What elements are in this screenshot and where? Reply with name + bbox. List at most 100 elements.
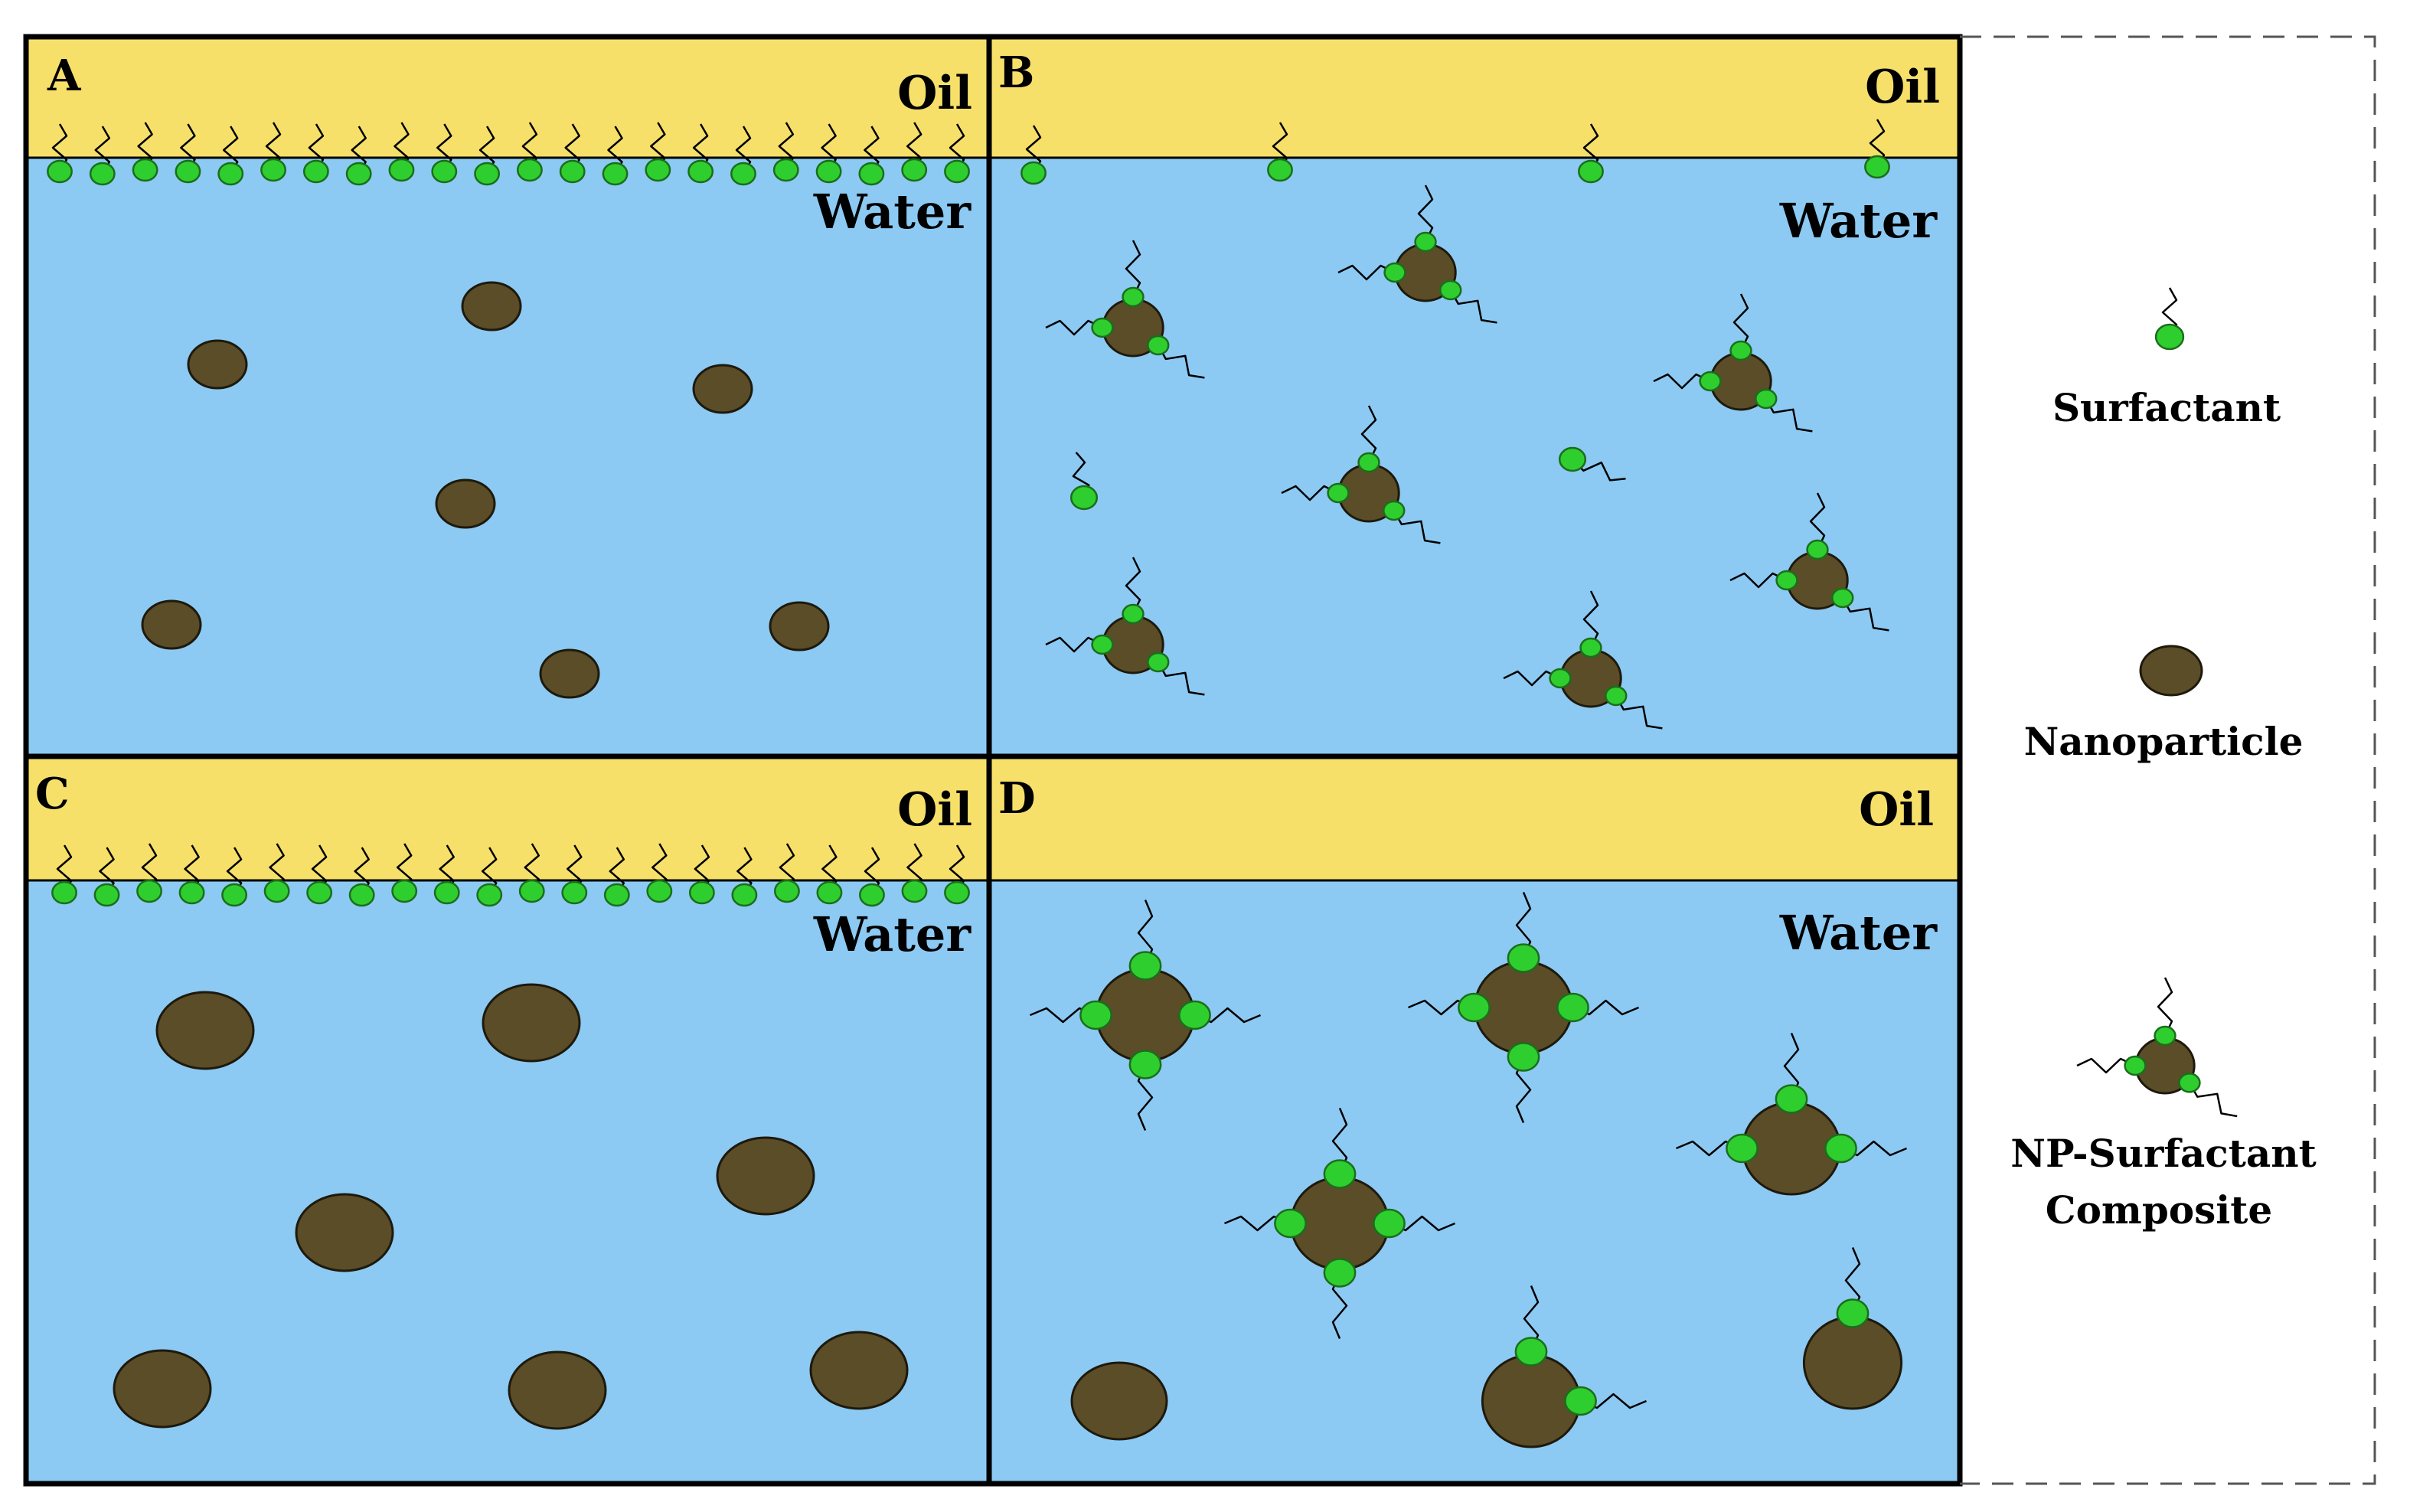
surfactant-molecule bbox=[1729, 570, 1798, 591]
np-surfactant-composite bbox=[1337, 185, 1497, 324]
surfactant-molecule bbox=[2178, 1073, 2238, 1118]
nanoparticle bbox=[809, 1331, 909, 1410]
water-label: Water bbox=[813, 184, 972, 240]
surfactant-molecule bbox=[132, 122, 158, 182]
surfactant-molecule bbox=[602, 126, 629, 186]
nanoparticle bbox=[692, 364, 753, 414]
legend: Surfactant Nanoparticle NP-Surfactant Co… bbox=[1960, 35, 2376, 1485]
surfactant-molecule bbox=[93, 847, 120, 907]
surfactant-molecule bbox=[2154, 287, 2185, 351]
np-surfactant-composite bbox=[1729, 492, 1889, 632]
legend-surfactant-label: Surfactant bbox=[2052, 385, 2281, 430]
surfactant-molecule bbox=[1069, 452, 1099, 511]
surfactant-molecule bbox=[1147, 651, 1205, 696]
surfactant-molecule bbox=[1020, 125, 1047, 185]
surfactant-molecule bbox=[260, 122, 286, 182]
surfactant-molecule bbox=[645, 122, 671, 182]
surfactant-molecule bbox=[175, 123, 201, 184]
surfactant-molecule bbox=[136, 843, 162, 903]
surfactant-molecule bbox=[688, 844, 715, 905]
surfactant-molecule bbox=[730, 126, 756, 186]
surfactant-molecule bbox=[1564, 1386, 1647, 1416]
water-label: Water bbox=[813, 906, 972, 962]
panel-letter: B bbox=[998, 47, 1034, 98]
nanoparticle bbox=[2139, 645, 2203, 697]
oil-label: Oil bbox=[897, 67, 972, 120]
oil-label: Oil bbox=[1859, 783, 1934, 837]
surfactant-molecule bbox=[178, 844, 205, 905]
np-surfactant-composite bbox=[1030, 900, 1261, 1131]
surfactant-molecule bbox=[1653, 371, 1722, 392]
surfactant-molecule bbox=[1281, 482, 1350, 504]
surfactant-molecule bbox=[2076, 1055, 2147, 1076]
panel-letter: C bbox=[35, 769, 70, 819]
nanoparticle bbox=[435, 478, 496, 529]
panel-a: A Oil Water bbox=[26, 37, 989, 756]
surfactant-molecule bbox=[1556, 992, 1639, 1023]
surfactant-molecule bbox=[1267, 122, 1293, 182]
surfactant-molecule bbox=[1045, 317, 1114, 338]
nanoparticle bbox=[769, 601, 830, 651]
panel-b: B Oil Water bbox=[989, 37, 1960, 756]
surfactant-molecule bbox=[1579, 590, 1602, 658]
surfactant-molecule bbox=[348, 847, 375, 907]
surfactant-molecule bbox=[1122, 240, 1145, 308]
surfactant-molecule bbox=[1503, 668, 1572, 689]
np-surfactant-composite bbox=[1408, 892, 1639, 1123]
surfactant-molecule bbox=[476, 847, 503, 907]
surfactant-molecule bbox=[1337, 262, 1406, 283]
surfactant-molecule bbox=[1755, 388, 1813, 433]
panel-c: C Oil Water bbox=[26, 756, 989, 1484]
surfactant-molecule bbox=[816, 844, 843, 905]
surfactant-molecule bbox=[391, 843, 418, 903]
surfactant-molecule bbox=[1775, 1033, 1808, 1114]
surfactant-molecule bbox=[1864, 119, 1890, 179]
surfactant-molecule bbox=[433, 844, 460, 905]
surfactant-molecule bbox=[1558, 446, 1626, 482]
interface-surfactant-layer bbox=[47, 122, 970, 186]
surfactant-molecule bbox=[1605, 685, 1663, 730]
surfactant-molecule bbox=[859, 847, 885, 907]
surfactant-molecule bbox=[263, 843, 290, 903]
surfactant-molecule bbox=[815, 123, 842, 184]
surfactant-molecule bbox=[2154, 977, 2177, 1047]
surfactant-molecule bbox=[1122, 557, 1145, 625]
surfactant-molecule bbox=[944, 844, 970, 905]
nanoparticle bbox=[539, 648, 600, 699]
surfactant-molecule bbox=[1128, 1050, 1162, 1131]
np-surfactant-composite bbox=[1045, 240, 1205, 379]
nanoparticle bbox=[141, 599, 202, 650]
oil-label: Oil bbox=[1865, 60, 1940, 114]
surfactant-molecule bbox=[516, 122, 543, 182]
surfactant-molecule bbox=[1507, 892, 1540, 973]
nanoparticle bbox=[508, 1350, 607, 1430]
surfactant-molecule bbox=[773, 843, 800, 903]
np-surfactant-composites bbox=[1030, 892, 1907, 1448]
surfactant-molecule bbox=[1439, 279, 1497, 324]
legend-nanoparticle-label: Nanoparticle bbox=[2024, 719, 2304, 764]
surfactant-molecule bbox=[89, 126, 116, 186]
surfactant-molecule bbox=[1128, 900, 1162, 981]
surfactant-molecule bbox=[858, 126, 885, 186]
np-surfactant-composite bbox=[1224, 1108, 1455, 1339]
surfactant-molecule bbox=[1357, 405, 1380, 473]
surfactant-molecule bbox=[1831, 587, 1889, 632]
surfactant-molecule bbox=[474, 126, 501, 186]
panel-borders bbox=[23, 34, 1963, 1487]
nanoparticle bbox=[295, 1193, 394, 1272]
surfactant-molecule bbox=[1824, 1133, 1907, 1164]
water-label: Water bbox=[1779, 193, 1938, 249]
nanoparticle bbox=[187, 339, 248, 390]
nanoparticle bbox=[1802, 1315, 1903, 1410]
np-surfactant-composite bbox=[1503, 590, 1663, 730]
nanoparticle bbox=[461, 281, 522, 331]
surfactant-molecule bbox=[1836, 1247, 1870, 1328]
oil-label: Oil bbox=[897, 783, 972, 837]
surfactant-molecule bbox=[603, 847, 630, 907]
surfactant-molecule bbox=[51, 844, 77, 905]
surfactant-molecule bbox=[221, 847, 248, 907]
nanoparticle bbox=[113, 1349, 212, 1429]
surfactant-molecule bbox=[646, 843, 673, 903]
nanoparticles bbox=[113, 983, 909, 1430]
